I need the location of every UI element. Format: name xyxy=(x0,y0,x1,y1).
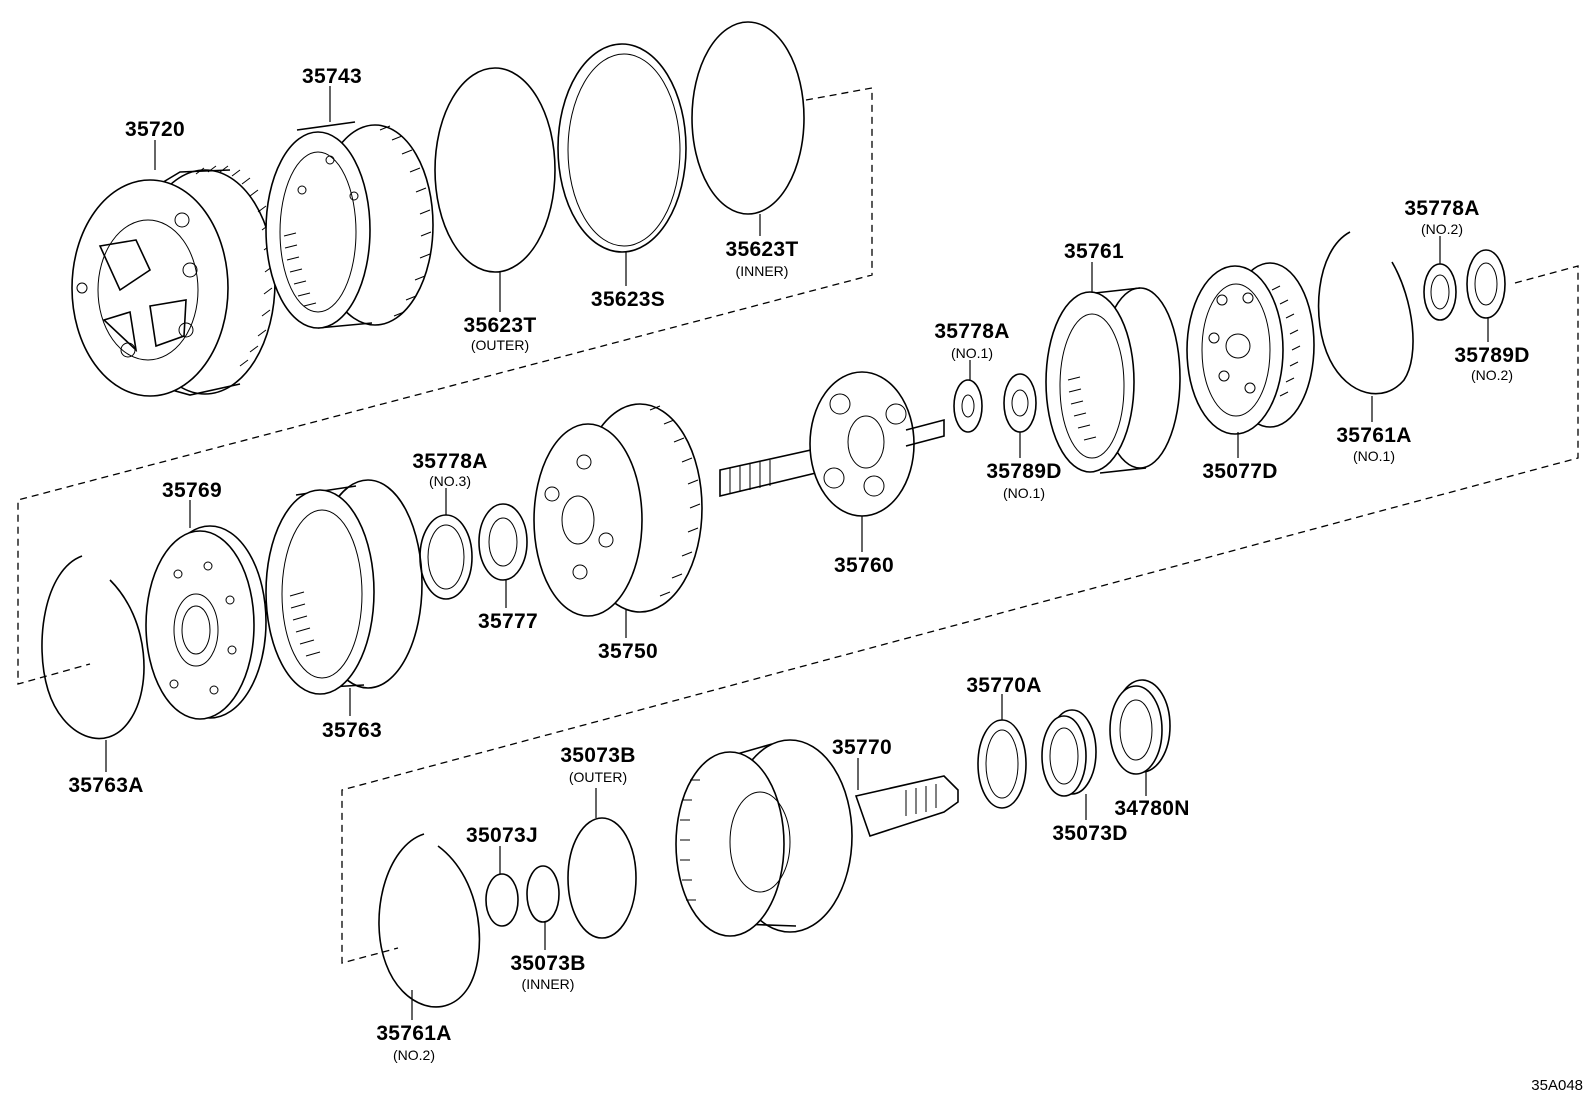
part-35778A-no2-illustration xyxy=(1423,263,1457,321)
part-qualifier-inner: (INNER) xyxy=(736,263,789,279)
part-35623S-illustration xyxy=(557,43,687,253)
part-35777-illustration xyxy=(478,503,528,581)
part-35623T-inner-illustration xyxy=(691,21,805,215)
part-35623T-outer-illustration xyxy=(434,67,556,273)
leader-lines xyxy=(105,86,1489,1020)
part-35761A-no1-illustration xyxy=(1317,231,1414,395)
part-number-35073B-inner[interactable]: 35073B xyxy=(510,952,585,975)
part-35770A-illustration xyxy=(977,719,1027,809)
group-boundaries xyxy=(17,87,1579,964)
part-number-35778A-no1[interactable]: 35778A xyxy=(934,320,1009,343)
part-qualifier-no2: (NO.2) xyxy=(393,1047,435,1063)
part-35720-illustration xyxy=(71,165,276,397)
part-number-35623S[interactable]: 35623S xyxy=(591,288,665,311)
part-number-35720[interactable]: 35720 xyxy=(125,118,185,141)
part-number-35073D[interactable]: 35073D xyxy=(1052,822,1127,845)
part-qualifier-outer: (OUTER) xyxy=(471,337,529,353)
part-35770-illustration xyxy=(675,739,959,937)
part-qualifier-no2: (NO.2) xyxy=(1421,221,1463,237)
part-35073J-illustration xyxy=(485,873,519,927)
part-number-35623T-inner[interactable]: 35623T xyxy=(725,238,798,261)
part-35789D-no1-illustration xyxy=(1003,373,1037,433)
part-35769-illustration xyxy=(145,525,267,720)
part-qualifier-inner: (INNER) xyxy=(522,976,575,992)
part-35750-illustration xyxy=(533,403,703,617)
part-35763A-illustration xyxy=(41,555,145,740)
part-illustrations xyxy=(41,21,1506,1008)
part-number-35789D-no1[interactable]: 35789D xyxy=(986,460,1061,483)
part-35743-illustration xyxy=(265,121,434,329)
part-number-35763[interactable]: 35763 xyxy=(322,719,382,742)
part-number-35073B-outer[interactable]: 35073B xyxy=(560,744,635,767)
part-number-34780N[interactable]: 34780N xyxy=(1114,797,1189,820)
callout-labels: 35720 35743 35623T (OUTER) 35623S 35623T… xyxy=(68,65,1583,1094)
part-number-35761A-no2[interactable]: 35761A xyxy=(376,1022,451,1045)
group-boundary-upper xyxy=(17,87,873,685)
part-number-35073J[interactable]: 35073J xyxy=(466,824,538,847)
part-qualifier-no3: (NO.3) xyxy=(429,473,471,489)
part-35789D-no2-illustration xyxy=(1466,249,1506,319)
part-qualifier-no1: (NO.1) xyxy=(1003,485,1045,501)
part-35761A-no2-illustration xyxy=(378,833,481,1008)
part-34780N-illustration xyxy=(1109,679,1171,775)
part-qualifier-outer: (OUTER) xyxy=(569,769,627,785)
part-number-35077D[interactable]: 35077D xyxy=(1202,460,1277,483)
part-35073B-inner-illustration xyxy=(526,865,560,923)
part-number-35761A-no1[interactable]: 35761A xyxy=(1336,424,1411,447)
part-qualifier-no2: (NO.2) xyxy=(1471,367,1513,383)
part-35761-illustration xyxy=(1045,287,1181,474)
part-number-35743[interactable]: 35743 xyxy=(302,65,362,88)
part-qualifier-no1: (NO.1) xyxy=(1353,448,1395,464)
part-35760-illustration xyxy=(719,371,945,517)
part-number-35763A[interactable]: 35763A xyxy=(68,774,143,797)
part-number-35778A-no2[interactable]: 35778A xyxy=(1404,197,1479,220)
part-35778A-no3-illustration xyxy=(419,514,473,600)
part-35073D-illustration xyxy=(1041,709,1097,797)
part-number-35770[interactable]: 35770 xyxy=(832,736,892,759)
part-35763-illustration xyxy=(265,479,423,695)
diagram-code: 35A048 xyxy=(1531,1077,1583,1094)
part-number-35769[interactable]: 35769 xyxy=(162,479,222,502)
part-number-35761[interactable]: 35761 xyxy=(1064,240,1124,263)
part-number-35623T-outer[interactable]: 35623T xyxy=(463,314,536,337)
part-number-35789D-no2[interactable]: 35789D xyxy=(1454,344,1529,367)
part-35778A-no1-illustration xyxy=(953,379,983,433)
part-qualifier-no1: (NO.1) xyxy=(951,345,993,361)
part-number-35777[interactable]: 35777 xyxy=(478,610,538,633)
part-number-35770A[interactable]: 35770A xyxy=(966,674,1041,697)
part-number-35750[interactable]: 35750 xyxy=(598,640,658,663)
part-number-35760[interactable]: 35760 xyxy=(834,554,894,577)
part-35073B-outer-illustration xyxy=(567,817,637,939)
group-boundary-middle xyxy=(341,265,1579,964)
part-number-35778A-no3[interactable]: 35778A xyxy=(412,450,487,473)
part-35077D-illustration xyxy=(1186,262,1315,435)
